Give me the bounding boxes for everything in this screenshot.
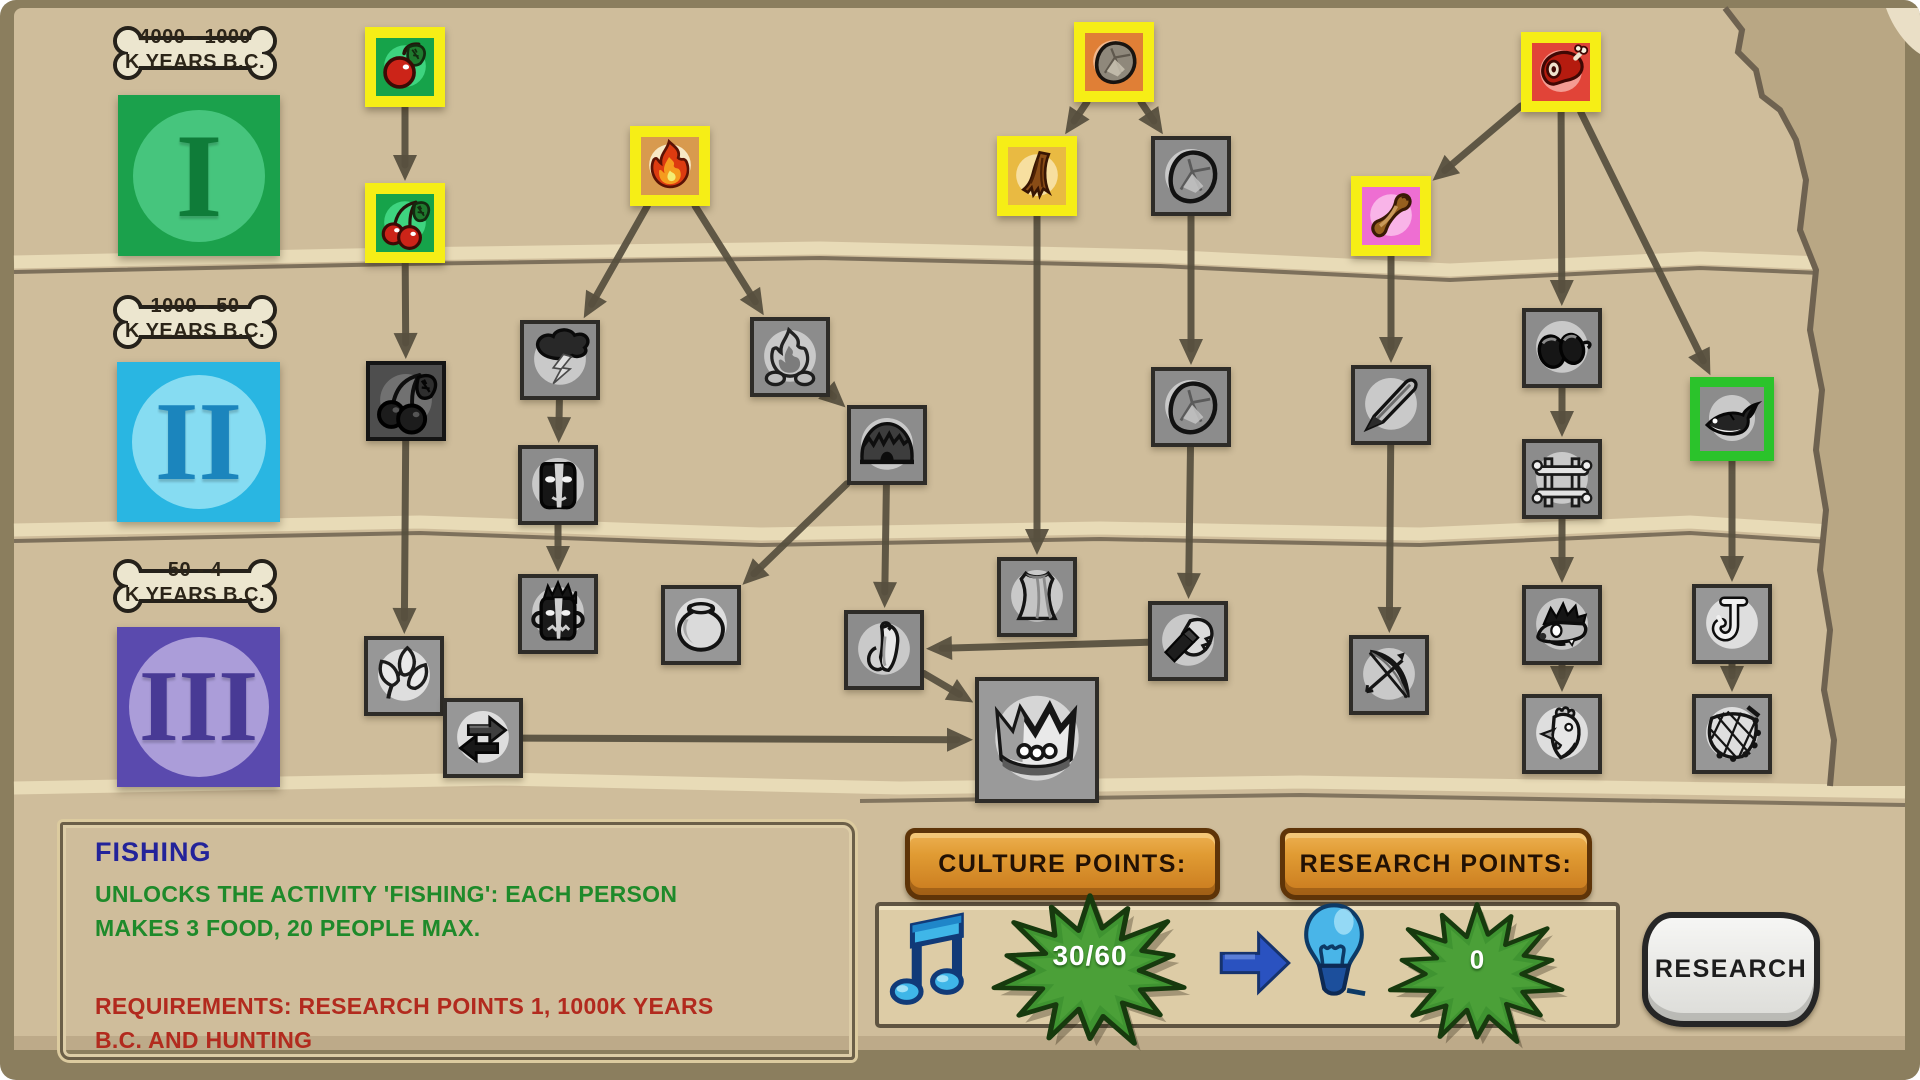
rack-icon (1526, 443, 1598, 515)
bark-icon (1008, 147, 1066, 205)
tech-node-cherries[interactable] (365, 183, 445, 263)
era-3-label: 50 - 4 K YEARS B.C. (100, 547, 290, 625)
era-1-numeral: I (175, 108, 223, 242)
tech-node-hut[interactable] (847, 405, 927, 485)
tech-node-crown[interactable] (975, 677, 1099, 803)
rock-icon (1155, 371, 1227, 443)
crown-icon (979, 681, 1095, 799)
era-1-range: 4000 - 1000 (138, 26, 252, 48)
era-2-numeral: II (154, 380, 243, 504)
tech-node-bark[interactable] (997, 136, 1077, 216)
bow-icon (1353, 639, 1425, 711)
tech-info-panel: FISHING UNLOCKS THE ACTIVITY 'FISHING': … (60, 822, 855, 1060)
tech-description: UNLOCKS THE ACTIVITY 'FISHING': EACH PER… (95, 881, 678, 941)
bone-icon (113, 559, 277, 613)
research-points-star: 0 (1382, 888, 1572, 1060)
light-bulb-icon (1298, 898, 1370, 1014)
rock-icon (1155, 140, 1227, 212)
tech-node-stone[interactable] (1074, 22, 1154, 102)
tech-node-chicken[interactable] (1522, 694, 1602, 774)
bone-club-icon (1362, 187, 1420, 245)
tech-node-fishhook[interactable] (1692, 584, 1772, 664)
research-points-value: 0 (1469, 944, 1485, 975)
knife-icon (1355, 369, 1427, 441)
research-button[interactable]: RESEARCH (1642, 912, 1820, 1027)
meat-icon (1532, 43, 1590, 101)
campfire-icon (754, 321, 826, 393)
trade-icon (447, 702, 519, 774)
tech-node-cherry[interactable] (365, 27, 445, 107)
tech-edges (392, 98, 1744, 752)
fishhook-icon (1696, 588, 1768, 660)
chicken-icon (1526, 698, 1598, 770)
pot-icon (665, 589, 737, 661)
culture-points-star: 30/60 (985, 878, 1195, 1063)
tech-node-totem[interactable] (518, 574, 598, 654)
era-3-marker: III (117, 627, 280, 787)
era-2-range: 1000 - 50 (150, 295, 240, 317)
tech-node-bone-club[interactable] (1351, 176, 1431, 256)
tech-node-fire[interactable] (630, 126, 710, 206)
era-1-marker: I (118, 95, 280, 256)
culture-points-banner: CULTURE POINTS: (905, 828, 1220, 900)
tech-node-pot[interactable] (661, 585, 741, 665)
blue-arrow-icon (1212, 922, 1298, 1004)
tech-node-mask[interactable] (518, 445, 598, 525)
tech-node-rock[interactable] (1151, 136, 1231, 216)
totem-icon (522, 578, 594, 650)
era-1-label: 4000 - 1000 K YEARS B.C. (100, 14, 290, 92)
waterskin-icon (848, 614, 920, 686)
drum-icon (1526, 312, 1598, 384)
tech-node-flint[interactable] (1151, 367, 1231, 447)
tech-node-meat[interactable] (1521, 32, 1601, 112)
dark-cherries-icon (370, 365, 442, 437)
tech-node-leaves[interactable] (364, 636, 444, 716)
research-points-banner: RESEARCH POINTS: (1280, 828, 1592, 900)
tech-node-net[interactable] (1692, 694, 1772, 774)
tech-node-knife[interactable] (1351, 365, 1431, 445)
tech-node-fish[interactable] (1690, 377, 1774, 461)
tech-node-scraper[interactable] (1148, 601, 1228, 681)
tech-node-waterskin[interactable] (844, 610, 924, 690)
cherries-icon (376, 194, 434, 252)
scraper-icon (1152, 605, 1224, 677)
tech-node-trade[interactable] (443, 698, 523, 778)
tech-requirements: REQUIREMENTS: RESEARCH POINTS 1, 1000K Y… (95, 993, 714, 1053)
tech-node-rack[interactable] (1522, 439, 1602, 519)
tech-node-drum[interactable] (1522, 308, 1602, 388)
boar-icon (1526, 589, 1598, 661)
tech-node-clothes[interactable] (997, 557, 1077, 637)
tech-title: FISHING (95, 837, 212, 867)
leaves-icon (368, 640, 440, 712)
fire-icon (641, 137, 699, 195)
tech-node-storm[interactable] (520, 320, 600, 400)
era-3-numeral: III (138, 650, 259, 763)
net-icon (1696, 698, 1768, 770)
stone-icon (1085, 33, 1143, 91)
bone-icon (113, 295, 277, 349)
era-2-marker: II (117, 362, 280, 522)
clothes-icon (1001, 561, 1073, 633)
cherry-icon (376, 38, 434, 96)
music-note-icon (888, 908, 980, 1012)
mask-icon (522, 449, 594, 521)
era-3-range: 50 - 4 (167, 559, 223, 581)
tech-node-bow[interactable] (1349, 635, 1429, 715)
storm-icon (524, 324, 596, 396)
tech-node-boar[interactable] (1522, 585, 1602, 665)
culture-points-value: 30/60 (1052, 939, 1128, 971)
tech-node-dark-cherries[interactable] (366, 361, 446, 441)
fish-icon (1700, 387, 1764, 451)
era-2-label: 1000 - 50 K YEARS B.C. (100, 283, 290, 361)
hut-icon (851, 409, 923, 481)
tech-node-campfire[interactable] (750, 317, 830, 397)
bone-icon (113, 26, 277, 80)
